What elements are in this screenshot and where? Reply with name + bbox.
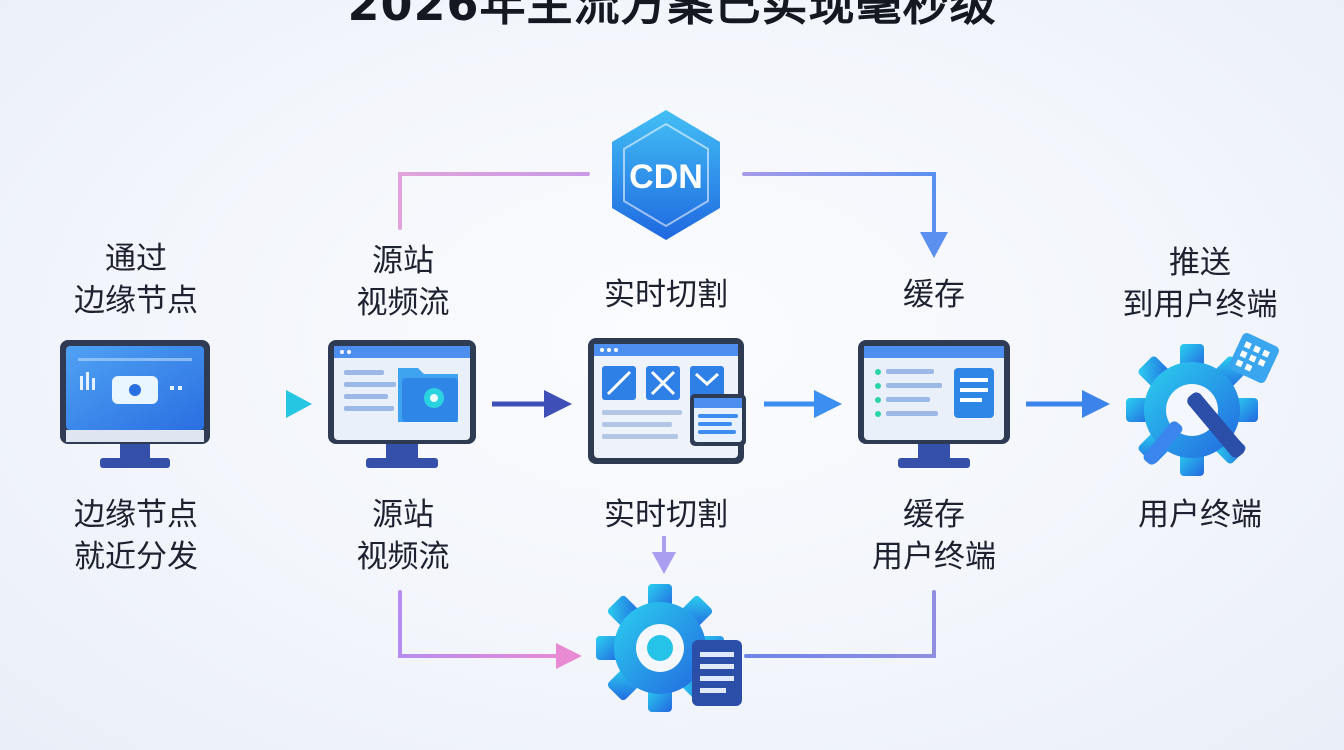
monitor-cache-icon [858, 340, 1010, 468]
cache-bottom-line-2: 用户终端 [872, 539, 996, 575]
push-top-line-2: 到用户终端 [1122, 287, 1278, 323]
push-top-label: 推送 到用户终端 [1100, 242, 1300, 326]
gear-wrench-icon [1126, 333, 1279, 476]
cache-top-line-1: 缓存 [903, 277, 965, 313]
top-loop-arrowhead [920, 232, 948, 258]
top-loop-left-line [398, 172, 590, 230]
bottom-loop-right-line [744, 590, 936, 658]
push-top-line-1: 推送 [1169, 245, 1231, 281]
edge-bottom-line-2: 就近分发 [74, 539, 198, 575]
bottom-loop-left-line [398, 590, 562, 658]
edge-top-line-2: 边缘节点 [74, 283, 198, 319]
diagram-title: 2026年主流方案已实现毫秒级 [347, 0, 997, 31]
gear-document-icon [596, 584, 742, 712]
cache-bottom-line-1: 缓存 [903, 497, 965, 533]
slice-top-line-1: 实时切割 [604, 277, 728, 313]
push-bottom-label: 用户终端 [1114, 494, 1286, 536]
top-loop-right-line [742, 172, 936, 240]
origin-top-line-1: 源站 [372, 243, 434, 279]
monitor-split-icon [588, 338, 746, 464]
monitor-play-icon [60, 340, 210, 468]
slice-bottom-label: 实时切割 [574, 494, 758, 536]
bottom-loop-arrowhead [556, 643, 582, 669]
origin-bottom-line-2: 视频流 [356, 539, 450, 575]
edge-bottom-label: 边缘节点 就近分发 [52, 494, 220, 578]
edge-top-label: 通过 边缘节点 [52, 238, 220, 322]
push-bottom-line-1: 用户终端 [1138, 497, 1262, 533]
cache-top-label: 缓存 [868, 274, 1000, 316]
slice-top-label: 实时切割 [574, 274, 758, 316]
origin-bottom-line-1: 源站 [372, 497, 434, 533]
edge-bottom-line-1: 边缘节点 [74, 497, 198, 533]
origin-top-line-2: 视频流 [356, 285, 450, 321]
cdn-badge-text: CDN [629, 158, 703, 196]
origin-top-label: 源站 视频流 [320, 240, 486, 324]
cache-bottom-label: 缓存 用户终端 [846, 494, 1022, 578]
edge-top-line-1: 通过 [105, 241, 167, 277]
cdn-hexagon-icon: CDN [612, 110, 720, 240]
origin-bottom-label: 源站 视频流 [320, 494, 486, 578]
slice-bottom-line-1: 实时切割 [604, 497, 728, 533]
monitor-folder-icon [328, 340, 476, 468]
